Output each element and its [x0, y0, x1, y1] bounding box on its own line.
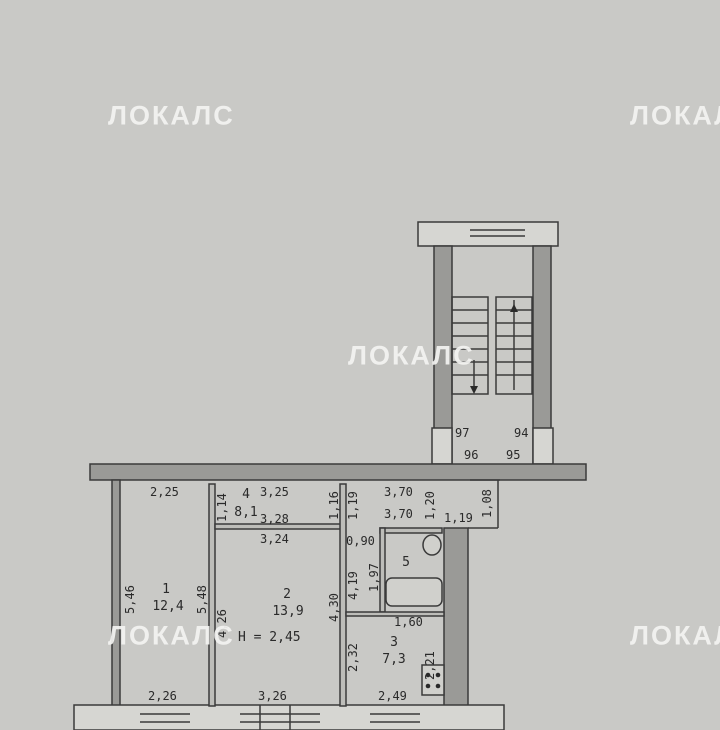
dim-label: 3,70	[384, 485, 413, 499]
stove-icon	[425, 672, 441, 689]
watermark: ЛОКАЛС	[630, 100, 720, 131]
dim-label: 2,26	[148, 689, 177, 703]
dim-label: 1,16	[327, 491, 341, 520]
dim-label: 1,60	[394, 615, 423, 629]
dim-label: 4,30	[327, 593, 341, 622]
dim-label: 3,70	[384, 507, 413, 521]
watermark: ЛОКАЛС	[108, 620, 235, 651]
walls	[73, 463, 587, 730]
room-1-area: 12,4	[152, 599, 183, 614]
watermark: ЛОКАЛС	[348, 340, 475, 371]
dim-label: 1,14	[215, 493, 229, 522]
dim-label: 96	[464, 448, 478, 462]
dimensions: 2,25 2,26 5,46 5,48 3,25 3,28 1,14 3,24 …	[123, 426, 528, 703]
dim-label: 1,08	[480, 489, 494, 518]
dim-label: 4,19	[346, 571, 360, 600]
ceiling-height: Н = 2,45	[238, 630, 301, 645]
dim-label: 5,48	[195, 585, 209, 614]
dim-label: 1,19	[346, 491, 360, 520]
room-3-number: 3	[390, 635, 398, 650]
dim-label: 1,97	[367, 563, 381, 592]
staircase	[417, 221, 559, 465]
dim-label: 2,49	[378, 689, 407, 703]
dim-label: 4,26	[215, 609, 229, 638]
dim-label: 97	[455, 426, 469, 440]
dim-label: 1,19	[444, 511, 473, 525]
room-3-area: 7,3	[382, 652, 405, 667]
dim-label: 2,21	[423, 651, 437, 680]
room-labels: 1 12,4 2 13,9 3 7,3 4 8,1 5 Н = 2,45	[152, 487, 410, 667]
watermark: ЛОКАЛС	[108, 100, 235, 131]
dim-label: 3,25	[260, 485, 289, 499]
dim-label: 3,28	[260, 512, 289, 526]
dim-label: 3,24	[260, 532, 289, 546]
room-2-area: 13,9	[272, 604, 303, 619]
dim-label: 94	[514, 426, 528, 440]
room-4-number: 4	[242, 487, 250, 502]
room-2-number: 2	[283, 587, 291, 602]
dim-label: 3,26	[258, 689, 287, 703]
room-5-number: 5	[402, 555, 410, 570]
dim-label: 2,25	[150, 485, 179, 499]
stair-arrows	[470, 304, 518, 394]
dim-label: 95	[506, 448, 520, 462]
partitions	[208, 483, 445, 707]
room-4-area: 8,1	[234, 505, 257, 520]
dim-label: 5,46	[123, 585, 137, 614]
dim-label: 0,90	[346, 534, 375, 548]
dim-label: 1,20	[423, 491, 437, 520]
watermark: ЛОКАЛС	[630, 620, 720, 651]
room-1-number: 1	[162, 582, 170, 597]
dim-label: 2,32	[346, 643, 360, 672]
